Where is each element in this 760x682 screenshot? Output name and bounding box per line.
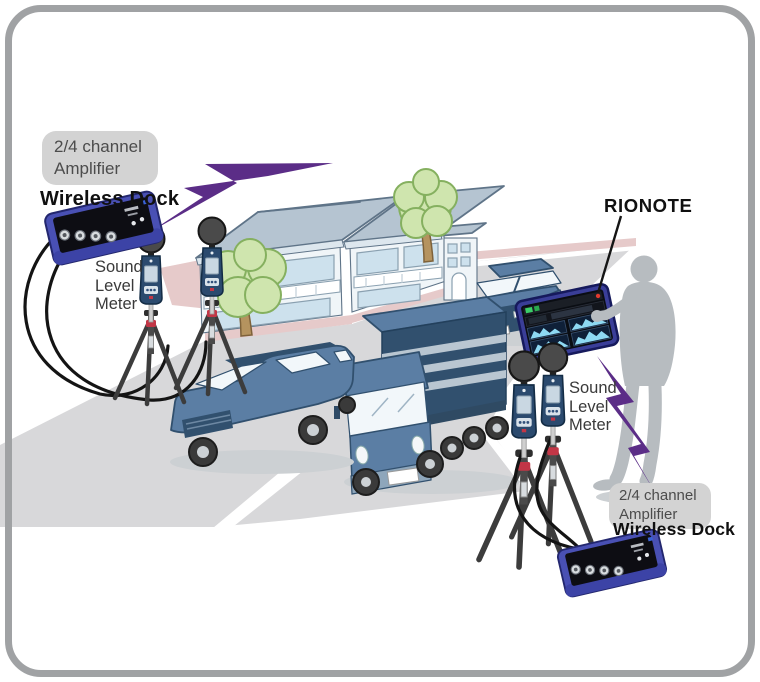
truck-mirror xyxy=(334,406,340,419)
tree-right xyxy=(393,168,458,263)
amp-right-line1: 2/4 channel xyxy=(619,487,697,504)
sedan-side-window xyxy=(275,351,331,374)
lane-marking-far-edge xyxy=(470,245,636,267)
tree-left xyxy=(209,238,287,337)
house-door xyxy=(451,272,467,301)
amp-left-line1: 2/4 channel xyxy=(54,137,142,156)
person-arm xyxy=(595,293,637,321)
sound-level-meter-right-1 xyxy=(508,350,540,459)
sound-level-meter-right-2 xyxy=(537,342,569,446)
amplifier-label-left: 2/4 channel Amplifier xyxy=(42,131,158,185)
slm-left-line2: Level xyxy=(95,276,135,295)
sedan-car xyxy=(170,342,356,474)
amp-right-line2: Amplifier xyxy=(619,505,678,523)
rionote-callout-line xyxy=(596,215,623,294)
slm-right-line1: Sound xyxy=(569,379,617,397)
truck-plate xyxy=(386,467,420,486)
sedan-windshield xyxy=(195,361,267,391)
cable xyxy=(23,234,208,402)
wireless-dock-label-right: Wireless Dock xyxy=(613,519,736,539)
wireless-dock-label-left: Wireless Dock xyxy=(40,188,180,210)
truck-headlight xyxy=(355,445,369,465)
truck-headlight xyxy=(411,435,425,455)
person-leg xyxy=(639,379,662,488)
person-leg xyxy=(609,377,640,486)
roof-ridge xyxy=(257,201,361,213)
rionote-label: RIONOTE xyxy=(604,195,693,216)
amp-left-line2: Amplifier xyxy=(54,158,121,178)
record-indicator xyxy=(595,293,601,299)
amplifier-label-right: 2/4 channel Amplifier xyxy=(609,483,711,529)
status-led xyxy=(525,306,533,314)
person-head xyxy=(630,255,658,283)
sound-level-meter-label-left: Sound Level Meter xyxy=(95,258,143,314)
wireless-signal-bolt-left xyxy=(150,163,333,232)
sound-level-meter-label-right: Sound Level Meter xyxy=(569,379,617,435)
lane-marking-corner xyxy=(481,427,533,493)
slm-right-line3: Meter xyxy=(569,416,612,435)
box-truck xyxy=(334,296,520,496)
slm-left-line3: Meter xyxy=(95,295,138,314)
slm-right-line2: Level xyxy=(569,397,609,416)
cable xyxy=(512,436,590,559)
slm-left-line1: Sound xyxy=(95,258,143,276)
